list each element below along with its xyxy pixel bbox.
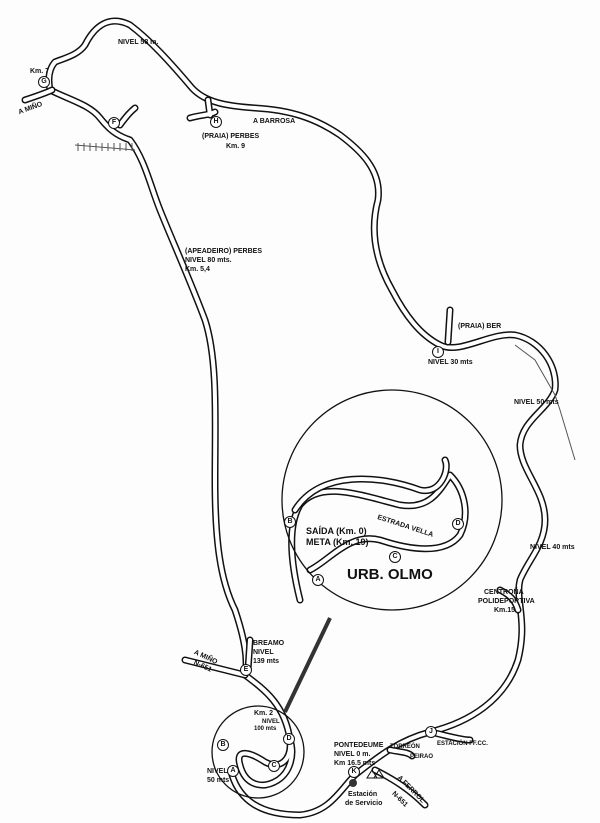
label-nivel-30: NIVEL 30 mts <box>428 359 473 366</box>
label-breamo-mts: 139 mts <box>253 658 280 665</box>
label-nivel-0: NIVEL 0 m. <box>334 751 371 758</box>
label-km54: Km. 5,4 <box>185 266 210 273</box>
label-a-barrosa: A BARROSA <box>253 118 296 125</box>
label-estacion-servicio-2: de Servicio <box>345 800 383 807</box>
label-km9: Km. 9 <box>226 143 246 150</box>
west-spur-a-mino-road <box>23 88 54 102</box>
label-nivel-40: NIVEL 40 mts <box>530 544 575 551</box>
label-praia-perbes: (PRAIA) PERBES <box>202 133 260 140</box>
label-praia-ber: (PRAIA) BER <box>458 323 502 330</box>
detail-inner-road <box>293 458 449 512</box>
label-nivel-50-a: NIVEL <box>207 768 228 775</box>
marker-d: D <box>283 733 295 745</box>
marker-b-detail: B <box>284 516 296 528</box>
spur-ber-road <box>446 308 452 344</box>
label-km165: Km 16.5 mts <box>334 760 376 767</box>
label-km2: Km. 2 <box>254 710 274 717</box>
main-loop-road <box>46 19 558 817</box>
label-nivel-100-a: NIVEL <box>262 719 280 725</box>
spur-ferrol-road <box>373 768 427 807</box>
label-peirao: PEIRAO <box>410 754 434 760</box>
spur-centrona-road <box>498 588 520 612</box>
label-km7: Km. 7 <box>30 68 50 75</box>
marker-f: F <box>108 117 120 129</box>
marker-e: E <box>240 664 252 676</box>
label-nivel-80: NIVEL 80 mts. <box>185 257 232 264</box>
marker-b: B <box>217 739 229 751</box>
railway-east <box>514 344 576 461</box>
marker-a-detail: A <box>312 574 324 586</box>
label-km15: Km.15 <box>494 607 516 614</box>
camping-icon <box>373 769 385 779</box>
label-nivel-50-b: 50 mts <box>207 777 230 784</box>
marker-c-detail: C <box>389 551 401 563</box>
label-polideportiva: POLIDEPORTIVA <box>478 598 535 605</box>
start-area-circle <box>211 705 305 799</box>
label-meta: META (Km. 19) <box>306 537 369 547</box>
railway-west <box>74 143 136 151</box>
zoom-connector-line <box>283 617 332 713</box>
marker-d-detail: D <box>452 518 464 530</box>
label-urb-olmo: URB. OLMO <box>347 566 433 583</box>
label-saida: SAÍDA (Km. 0) <box>306 526 367 536</box>
marker-j: J <box>425 726 437 738</box>
label-centrona: CENTROÑA <box>484 589 524 596</box>
camping-icon <box>366 769 378 779</box>
marker-g: G <box>38 76 50 88</box>
marker-a: A <box>227 765 239 777</box>
spur-f-road <box>118 106 137 127</box>
label-breamo: BREAMO <box>253 640 285 647</box>
label-pontedeume: PONTEDEUME <box>334 742 384 749</box>
label-estacion-ffcc: ESTACIÓN FF.CC. <box>437 741 488 747</box>
label-nivel-58: NIVEL 58 m. <box>118 39 159 46</box>
urb-olmo-detail-circle <box>281 389 503 611</box>
label-torreon: TORREÓN <box>390 744 420 750</box>
label-estacion-servicio-1: Estación <box>348 791 378 798</box>
marker-h: H <box>210 116 222 128</box>
spur-peirao-road <box>388 748 414 758</box>
service-station-icon <box>349 779 357 787</box>
label-nivel-50-east: NIVEL 50 mts <box>514 399 559 406</box>
marker-i: I <box>432 346 444 358</box>
spur-h-road <box>188 98 217 120</box>
label-nivel-100-b: 100 mts <box>254 726 277 732</box>
marker-k: K <box>348 766 360 778</box>
marker-c: C <box>268 760 280 772</box>
label-apeadeiro: (APEADEIRO) PERBES <box>185 248 263 255</box>
label-breamo-nivel: NIVEL <box>253 649 274 656</box>
